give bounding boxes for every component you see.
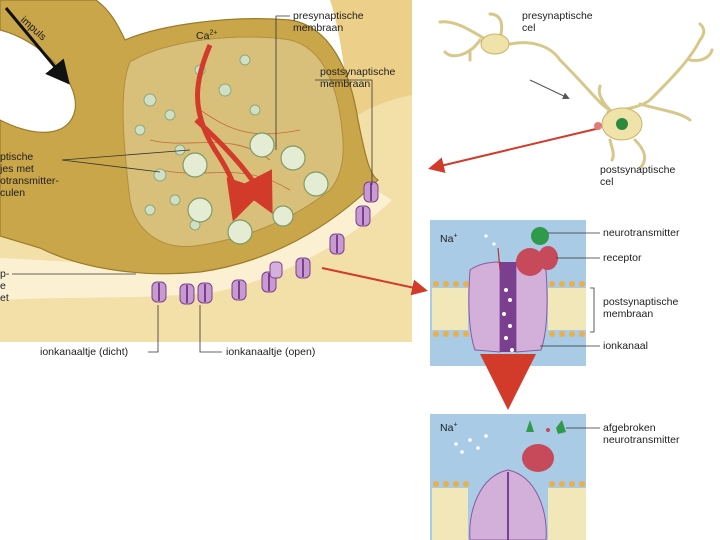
zoom-arrow-cell	[428, 127, 601, 174]
neuron-illustration	[438, 12, 714, 170]
ion-channel-open-label: ionkanaaltje (open)	[226, 346, 316, 358]
receptor-label: receptor	[603, 252, 642, 264]
membrane-panel-bottom	[430, 414, 600, 540]
zoom-arrow-membrane	[321, 267, 428, 296]
sodium-label-top: Na+	[440, 232, 458, 246]
synaptic-cleft	[0, 188, 392, 300]
synapse-marker	[594, 122, 602, 130]
neurotransmitter-label: neurotransmitter	[603, 227, 680, 239]
impulse-arrow	[4, 7, 70, 85]
ion-channel-closed-label: ionkanaaltje (dicht)	[40, 346, 129, 358]
sodium-label-bottom: Na+	[440, 421, 458, 435]
vesicle-release-arrow	[194, 118, 273, 214]
signal-path-arrow	[529, 79, 570, 100]
neurotransmitter-molecule	[531, 227, 549, 245]
large-vesicles	[182, 132, 329, 245]
postsynaptic-nucleus	[616, 118, 628, 130]
leader-lines-left	[12, 15, 373, 353]
membrane-panel-top	[430, 220, 600, 366]
terminal-interior	[122, 36, 344, 247]
presynaptic-soma	[480, 33, 510, 55]
synapse-illustration	[0, 0, 412, 353]
ion-channel-label: ionkanaal	[603, 340, 648, 352]
calcium-label: Ca2+	[196, 29, 218, 43]
ion-channels	[151, 181, 379, 305]
